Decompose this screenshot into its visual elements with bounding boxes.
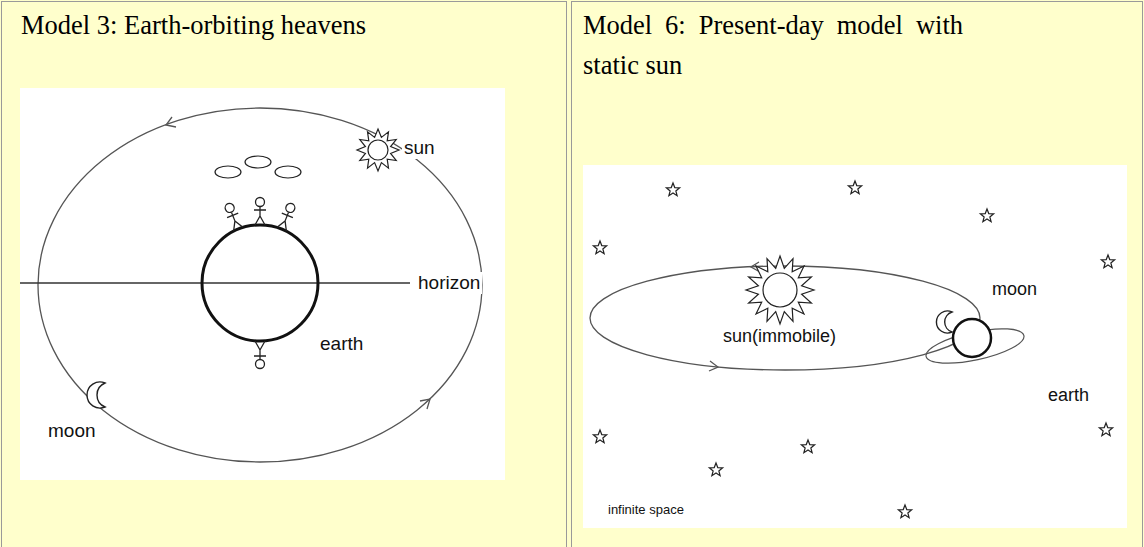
moon-crescent (936, 311, 952, 333)
orbit-arrowhead (420, 399, 430, 409)
star (898, 505, 911, 518)
cloud (275, 166, 301, 178)
star (666, 183, 679, 196)
orbit-ellipse (38, 108, 482, 462)
cloud (215, 166, 241, 178)
sun-disc (368, 140, 388, 160)
stick-figure (276, 201, 297, 231)
illustration-ground (20, 88, 505, 480)
table-cell: Model 6: Present-day model with static s… (571, 1, 1143, 547)
moon-label: moon (990, 279, 1039, 300)
sun-rays (357, 129, 399, 171)
cloud (245, 156, 271, 168)
star (593, 430, 606, 443)
stick-figure (254, 341, 266, 369)
moon-label: moon (46, 420, 98, 442)
orbit-arrowhead (166, 117, 176, 127)
sun-disc (763, 273, 797, 307)
space-label: infinite space (606, 503, 686, 518)
cell-heading: Model 3: Earth-orbiting heavens (21, 5, 541, 45)
earth-label: earth (1046, 385, 1091, 406)
star (1099, 423, 1112, 436)
cell-heading: Model 6: Present-day model with static s… (583, 5, 963, 85)
star (1101, 255, 1114, 268)
star (848, 181, 861, 194)
earth-label: earth (318, 333, 365, 355)
horizon-line (20, 282, 410, 283)
star (709, 463, 722, 476)
earth-circle (202, 225, 318, 341)
star (801, 440, 814, 453)
earth-circle (953, 319, 991, 357)
illustration-ground (583, 165, 1127, 528)
stick-figure (254, 198, 266, 226)
horizon-label: horizon (416, 272, 482, 294)
star (980, 209, 993, 222)
stick-figure (222, 201, 243, 231)
orbit-ellipse (590, 266, 980, 370)
star (593, 241, 606, 254)
sun-rays (746, 256, 814, 324)
orbit-arrowhead (709, 361, 718, 371)
sun-label: sun (402, 137, 437, 159)
moon-crescent (87, 382, 105, 408)
sun-label: sun(immobile) (721, 326, 838, 347)
